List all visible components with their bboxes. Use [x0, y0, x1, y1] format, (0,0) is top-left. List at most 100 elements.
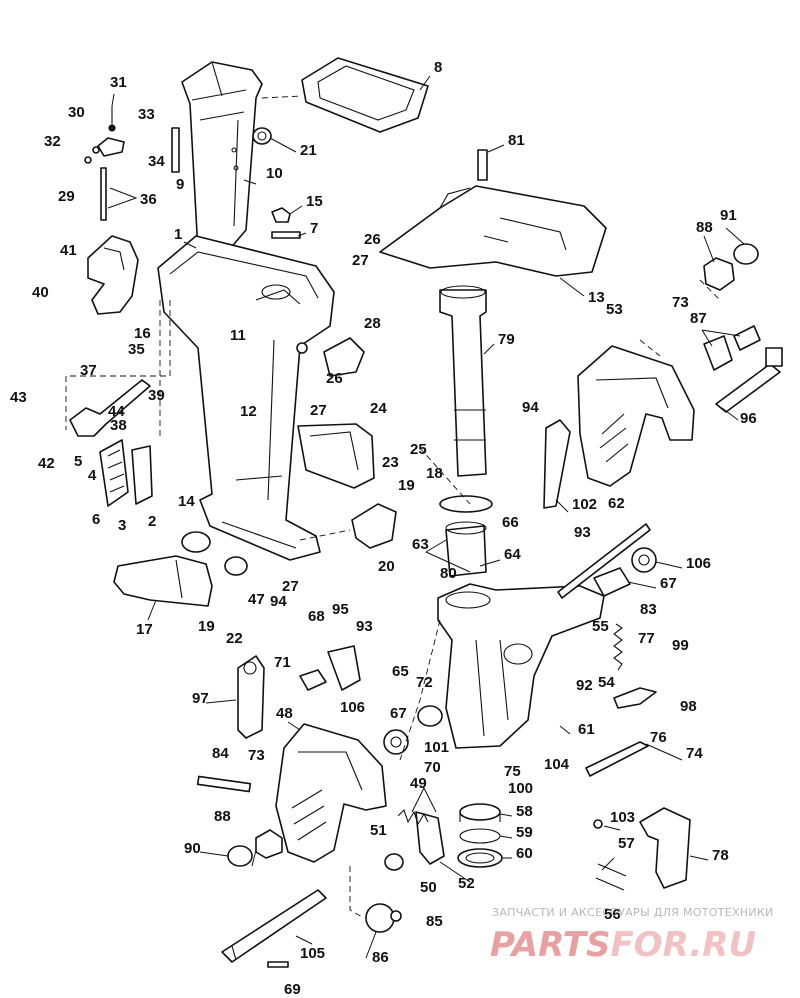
- gasket-8: [301, 57, 429, 133]
- washer-106-left: [383, 729, 409, 755]
- callout-95: 95: [332, 601, 349, 618]
- callout-73: 73: [672, 294, 689, 311]
- callout-17: 17: [136, 621, 153, 638]
- callout-11: 11: [230, 327, 246, 344]
- watermark-brand-right: FOR.RU: [610, 925, 756, 965]
- callout-1: 1: [174, 226, 182, 243]
- callout-99: 99: [672, 637, 689, 654]
- callout-58: 58: [516, 803, 533, 820]
- callout-26: 26: [364, 231, 381, 248]
- callout-96: 96: [740, 410, 757, 427]
- callout-84: 84: [212, 745, 229, 762]
- exhaust-housing-10: [181, 61, 263, 259]
- plate-105: [221, 889, 327, 963]
- callout-92: 92: [576, 677, 593, 694]
- ring-58: [459, 803, 501, 822]
- callout-31: 31: [110, 74, 127, 91]
- callout-13: 13: [588, 289, 605, 306]
- callout-76: 76: [650, 729, 667, 746]
- lever-102: [543, 419, 571, 509]
- callout-56: 56: [604, 906, 621, 923]
- part-20: [351, 503, 397, 549]
- callout-48: 48: [276, 705, 293, 722]
- callout-66: 66: [502, 514, 519, 531]
- steering-link-38: [69, 379, 151, 437]
- callout-29: 29: [58, 188, 75, 205]
- callout-43: 43: [10, 389, 27, 406]
- washer-86: [365, 903, 395, 933]
- callout-21: 21: [300, 142, 317, 159]
- callout-12: 12: [240, 403, 257, 420]
- callout-33: 33: [138, 106, 155, 123]
- clamp-bracket-48: [275, 723, 387, 863]
- callout-3: 3: [118, 517, 126, 534]
- drive-shaft-housing-1: [157, 235, 335, 561]
- callout-77: 77: [638, 630, 655, 647]
- callout-6: 6: [92, 511, 100, 528]
- callout-15: 15: [306, 193, 323, 210]
- callout-20: 20: [378, 558, 395, 575]
- bolt-84: [196, 775, 252, 793]
- cylinder-14: [181, 531, 211, 553]
- callout-106: 106: [686, 555, 711, 572]
- callout-55: 55: [592, 618, 609, 635]
- cap-91: [733, 243, 759, 265]
- bushing-47: [224, 556, 248, 576]
- ring-60: [457, 848, 503, 868]
- callout-28: 28: [364, 315, 381, 332]
- ring-59: [459, 828, 501, 844]
- bar-74: [585, 741, 649, 777]
- callout-35: 35: [128, 341, 145, 358]
- callout-52: 52: [458, 875, 475, 892]
- callout-50: 50: [420, 879, 437, 896]
- callout-41: 41: [60, 242, 77, 259]
- pin-56: [593, 819, 627, 891]
- callout-86: 86: [372, 949, 389, 966]
- watermark-brand: PARTSFOR.RU: [490, 925, 756, 965]
- callout-69: 69: [284, 981, 301, 998]
- leader-lines: [107, 75, 745, 959]
- callout-70: 70: [424, 759, 441, 776]
- block-71: [299, 669, 327, 691]
- callout-22: 22: [226, 630, 243, 647]
- callout-102: 102: [572, 496, 597, 513]
- callout-5: 5: [74, 453, 82, 470]
- callout-9: 9: [176, 176, 184, 193]
- clamp-bracket-53: [577, 345, 695, 487]
- bolt-9: [171, 127, 180, 173]
- hardware-cluster-29-36: [84, 106, 125, 221]
- plate-3: [99, 439, 129, 507]
- washer-50: [384, 853, 404, 871]
- swivel-bracket-13: [379, 185, 607, 277]
- callout-75: 75: [504, 763, 521, 780]
- lever-76: [613, 687, 657, 709]
- callout-23: 23: [382, 454, 399, 471]
- callout-97: 97: [192, 690, 209, 707]
- callout-30: 30: [68, 104, 85, 121]
- callout-73: 73: [248, 747, 265, 764]
- callout-27: 27: [310, 402, 327, 419]
- plate-95: [327, 645, 361, 691]
- bushing-66: [439, 495, 493, 577]
- callout-19: 19: [398, 477, 415, 494]
- watermark-caption: ЗАПЧАСТИ И АКСЕССУАРЫ ДЛЯ МОТОТЕХНИКИ: [492, 906, 774, 919]
- callout-34: 34: [148, 153, 165, 170]
- callout-65: 65: [392, 663, 409, 680]
- spacer-87: [703, 325, 761, 371]
- callout-40: 40: [32, 284, 49, 301]
- callout-72: 72: [416, 674, 433, 691]
- callout-103: 103: [610, 809, 635, 826]
- nut-15: [271, 207, 291, 223]
- callout-32: 32: [44, 133, 61, 150]
- callout-19: 19: [198, 618, 215, 635]
- bushing-67-right: [593, 567, 631, 597]
- cap-90: [227, 845, 253, 867]
- lower-cover-17: [113, 555, 213, 607]
- alignment-lines: [65, 95, 721, 919]
- washer-106-right: [631, 547, 657, 573]
- callout-71: 71: [274, 654, 291, 671]
- callout-2: 2: [148, 513, 156, 530]
- callout-36: 36: [140, 191, 157, 208]
- callout-62: 62: [608, 495, 625, 512]
- callout-93: 93: [574, 524, 591, 541]
